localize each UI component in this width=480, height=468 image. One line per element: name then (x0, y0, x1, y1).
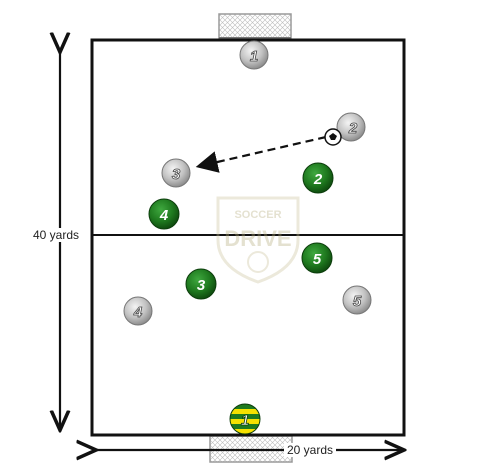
green-player-5: 5 (302, 243, 332, 273)
width-dimension-label: 20 yards (284, 443, 336, 457)
green-player-2: 2 (303, 163, 333, 193)
green-player-4: 4 (149, 199, 179, 229)
svg-text:DRIVE: DRIVE (224, 226, 291, 251)
grey-player-3: 3 (162, 159, 190, 187)
top-goal (219, 14, 291, 38)
grey-player-4-number: 4 (133, 304, 143, 321)
green-player-5-number: 5 (313, 251, 322, 268)
grey-player-3-number: 3 (172, 166, 181, 183)
grey-player-2-number: 2 (348, 120, 358, 137)
green-goalkeeper-1-number: 1 (241, 412, 249, 429)
height-dimension-label: 40 yards (30, 228, 82, 242)
soccer-ball-icon (325, 129, 341, 145)
green-player-4-number: 4 (159, 207, 169, 224)
green-player-3-number: 3 (197, 277, 206, 294)
grey-player-1-number: 1 (250, 48, 258, 65)
grey-player-4: 4 (124, 297, 152, 325)
grey-player-5: 5 (343, 286, 371, 314)
green-player-2-number: 2 (313, 171, 323, 188)
green-player-3: 3 (186, 269, 216, 299)
svg-text:SOCCER: SOCCER (234, 209, 281, 221)
grey-player-5-number: 5 (353, 293, 362, 310)
grey-player-1: 1 (240, 41, 268, 69)
